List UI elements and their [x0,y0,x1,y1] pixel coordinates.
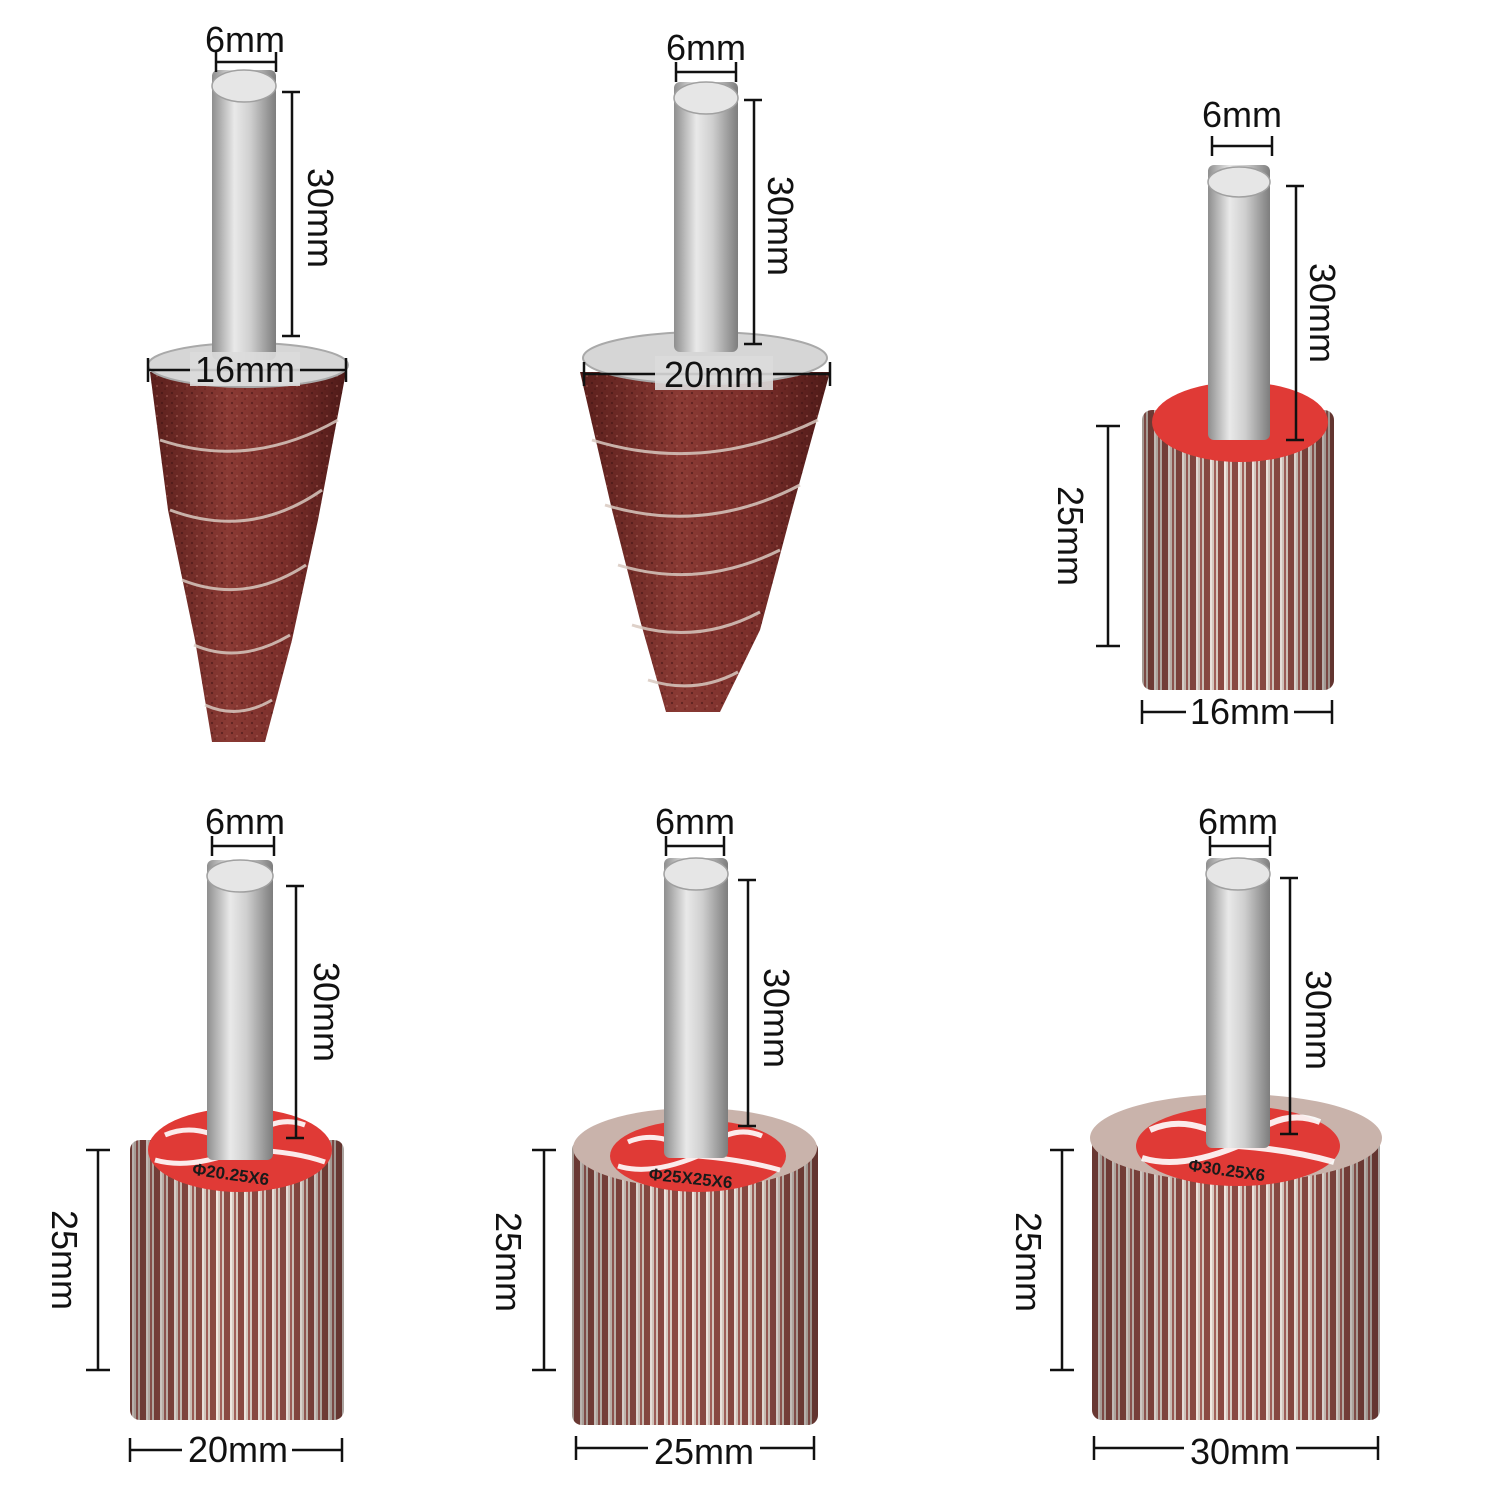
head-diameter-label: 30mm [1190,1431,1290,1472]
shank-length-label: 30mm [300,168,341,268]
shank-diameter-label: 6mm [1202,94,1282,135]
tool-flap-16: 6mm 30mm 25mm 16mm [1050,94,1343,732]
shank [1206,858,1270,1148]
head-height-label: 25mm [44,1210,85,1310]
head-diameter-label: 16mm [195,349,295,390]
head-diameter-label: 16mm [1190,691,1290,732]
head-diameter-label: 20mm [664,354,764,395]
shank [664,858,728,1158]
tool-flap-30: Φ30.25X6 6mm 30mm 25mm 30mm [1008,801,1382,1472]
shank-diameter-label: 6mm [666,27,746,68]
tool-cone-20: 6mm 30mm 20mm [580,27,832,712]
tool-flap-20: Φ20.25X6 6mm 30mm 25mm 20mm [44,801,347,1470]
shank-length-label: 30mm [306,962,347,1062]
shank [212,70,276,360]
shank [1208,165,1270,440]
shank-length-label: 30mm [756,968,797,1068]
head-diameter-label: 25mm [654,1431,754,1472]
head-height-label: 25mm [1050,486,1091,586]
shank [207,860,273,1160]
tool-cone-16: 6mm 30mm 16mm [146,19,349,742]
tool-flap-25: Φ25X25X6 6mm 30mm 25mm 25mm [488,801,818,1472]
shank-diameter-label: 6mm [205,801,285,842]
head-diameter-label: 20mm [188,1429,288,1470]
shank-diameter-label: 6mm [205,19,285,60]
shank-length-label: 30mm [760,176,801,276]
shank-length-label: 30mm [1298,970,1339,1070]
shank [674,82,738,352]
head-height-label: 25mm [488,1212,529,1312]
shank-length-label: 30mm [1302,263,1343,363]
shank-diameter-label: 6mm [1198,801,1278,842]
shank-diameter-label: 6mm [655,801,735,842]
head-height-label: 25mm [1008,1212,1049,1312]
